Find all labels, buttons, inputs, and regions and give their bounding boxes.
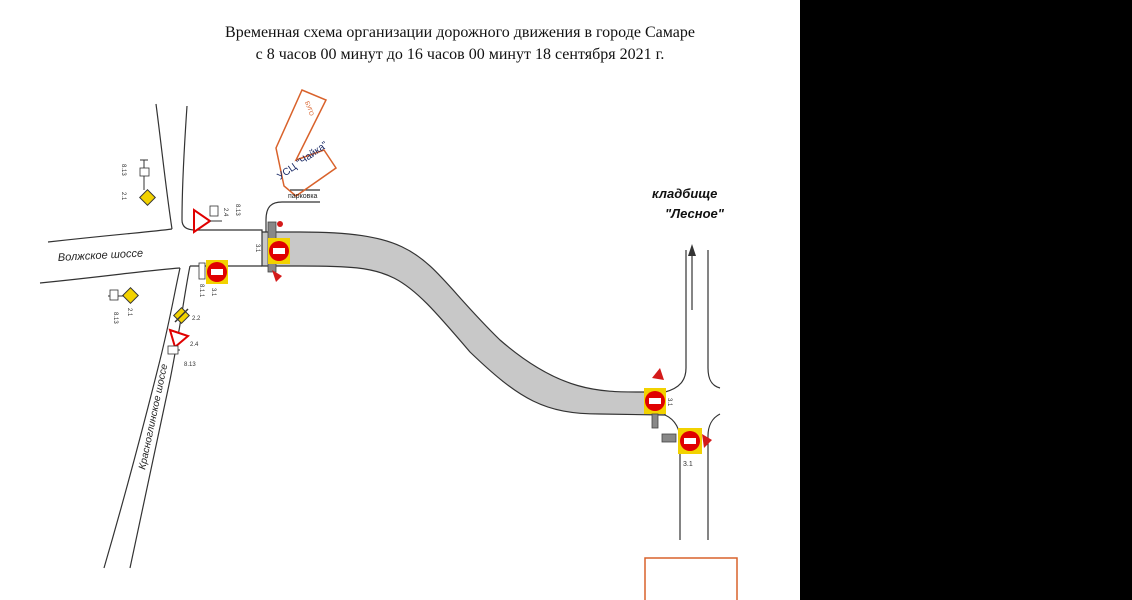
sign-group-2-2: 2.2 [173,307,201,324]
sign-label-8-13-mid: 8.13 [234,204,240,216]
scheme-title-line-2: с 8 часов 00 минут до 16 часов 00 минут … [255,46,665,63]
cemetery-road-left [664,250,687,393]
sign-label-8-13-bottom: 8.13 [184,362,196,368]
volzhskoe-upper-edge [47,228,173,243]
sign-label-3-1-right-b: 3.1 [683,461,693,468]
cemetery-road-right [707,250,721,389]
sign-group-closed-end-upper: 3.1 [644,368,672,429]
cemetery-label-line-1: кладбище [652,186,717,201]
sign-group-lower-left: 2.1 8.13 [108,287,139,324]
sign-group-closed-end-lower: 3.1 [661,428,712,468]
sign-label-8-1-1: 8.1.1 [198,284,204,298]
bottom-right-frame [644,557,738,600]
sign-group-yield-upper: 2.4 8.13 [193,204,240,234]
volzhskoe-lower-edge [39,267,181,284]
sign-label-2-1-upper: 2.1 [120,192,126,201]
sign-group-closed-start: 3.1 [254,221,290,282]
building-tag: БУГО [303,101,314,118]
volzhskoe-upper-right [195,229,263,232]
parking-road-left [265,201,320,232]
sign-label-8-13-lower: 8.13 [112,312,118,324]
scheme-title-line-1: Временная схема организации дорожного дв… [225,24,695,41]
sign-label-2-4-upper: 2.4 [222,208,228,217]
road-edges [39,103,721,569]
sign-label-2-4-lower: 2.4 [190,342,199,348]
parking-label: парковка [288,193,318,200]
sign-label-2-2: 2.2 [192,316,201,322]
road-label-volzhskoe: Волжское шоссе [58,248,144,264]
cemetery-label-line-2: "Лесное" [665,206,725,221]
sign-label-2-1-lower: 2.1 [126,308,132,317]
sign-label-3-1-closed-start: 3.1 [254,244,260,253]
krasnoglinskoe-lower-left [103,267,181,569]
sign-label-8-13-upper: 8.13 [120,164,126,176]
cemetery-lower-right [707,413,721,540]
krasnoglinskoe-lower-right [129,265,191,569]
krasnoglinskoe-upper-left [155,103,173,230]
sign-group-volzhskoe-lower: 8.1.1 3.1 [198,260,228,298]
cemetery-direction-arrow [688,244,696,310]
closed-road-segment [261,231,666,416]
sign-label-3-1-main: 3.1 [210,288,216,297]
sign-group-yield-lower: 2.4 8.13 [167,328,199,368]
krasnoglinskoe-upper-right [181,105,196,231]
black-side-panel [800,0,1132,600]
sign-group-upper-left: 2.1 8.13 [120,159,156,206]
traffic-scheme-map: УСЦ "Чайка" БУГО парковка Волжское шоссе… [39,89,738,600]
sign-label-3-1-right-a: 3.1 [666,398,672,407]
building-outline [275,89,338,197]
